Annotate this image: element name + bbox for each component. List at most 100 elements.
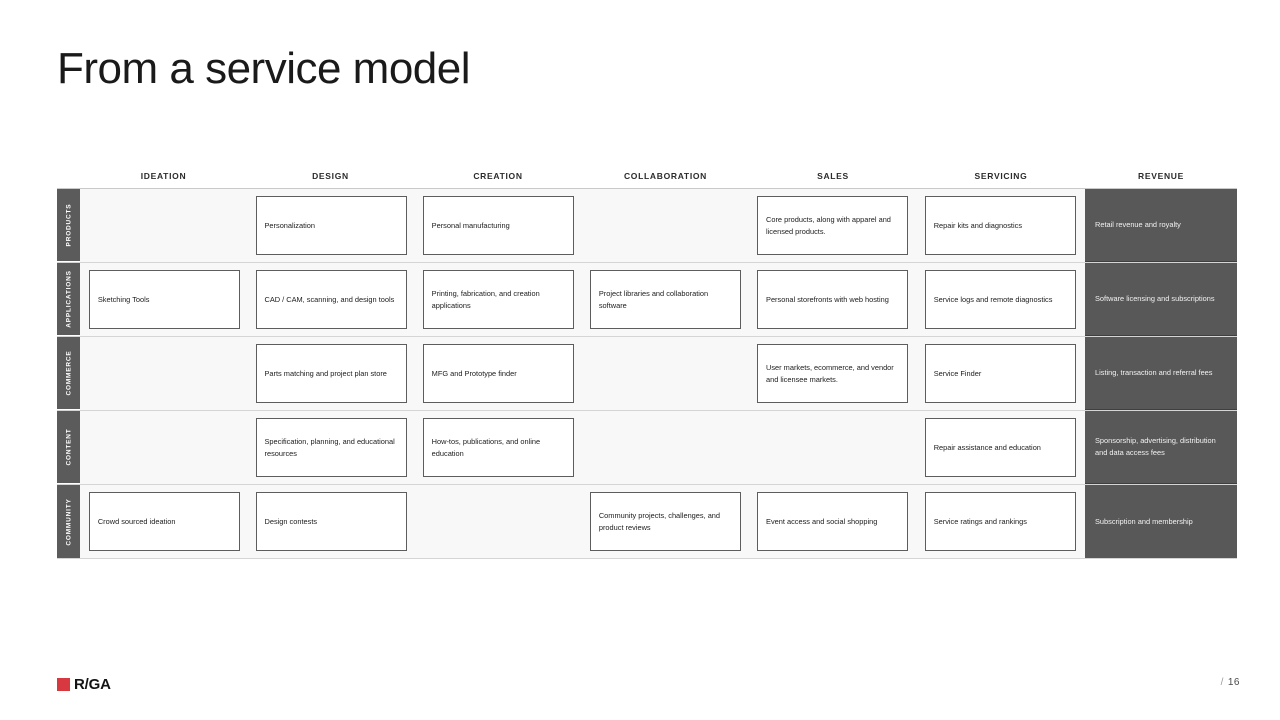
cell-card xyxy=(590,196,741,255)
page-number: /16 xyxy=(1221,677,1240,688)
cell-community-creation xyxy=(414,485,582,558)
matrix-row: APPLICATIONS Sketching Tools CAD / CAM, … xyxy=(57,263,1237,337)
matrix-row: COMMERCE Parts matching and project plan… xyxy=(57,337,1237,411)
page-number-value: 16 xyxy=(1227,677,1240,688)
cell-commerce-collaboration xyxy=(582,337,749,410)
column-header-servicing: SERVICING xyxy=(974,171,1028,181)
row-label-applications: APPLICATIONS xyxy=(57,263,80,336)
row-track: Personalization Personal manufacturing C… xyxy=(80,189,1085,262)
cell-commerce-design[interactable]: Parts matching and project plan store xyxy=(248,337,415,410)
cell-card[interactable]: Specification, planning, and educational… xyxy=(255,418,407,477)
cell-card[interactable]: Service logs and remote diagnostics xyxy=(924,270,1076,329)
cell-card[interactable]: CAD / CAM, scanning, and design tools xyxy=(255,270,407,329)
cell-card xyxy=(590,418,741,477)
cell-card[interactable]: Personal storefronts with web hosting xyxy=(757,270,909,329)
cell-card[interactable]: Personal manufacturing xyxy=(422,196,574,255)
row-label-text: COMMUNITY xyxy=(65,497,72,546)
cell-commerce-ideation xyxy=(81,337,248,410)
matrix-column-headers: IDEATION DESIGN CREATION COLLABORATION S… xyxy=(57,170,1237,188)
column-header-creation: CREATION xyxy=(473,171,523,181)
cell-card[interactable]: Repair assistance and education xyxy=(924,418,1076,477)
cell-community-revenue: Subscription and membership xyxy=(1085,485,1237,558)
cell-applications-servicing[interactable]: Service logs and remote diagnostics xyxy=(916,263,1084,336)
cell-content-sales xyxy=(749,411,917,484)
cell-content-creation[interactable]: How-tos, publications, and online educat… xyxy=(414,411,582,484)
cell-commerce-sales[interactable]: User markets, ecommerce, and vendor and … xyxy=(749,337,917,410)
cell-products-sales[interactable]: Core products, along with apparel and li… xyxy=(749,189,917,262)
matrix-row: CONTENT Specification, planning, and edu… xyxy=(57,411,1237,485)
column-header-design: DESIGN xyxy=(312,171,349,181)
column-header-sales: SALES xyxy=(817,171,849,181)
matrix-row: COMMUNITY Crowd sourced ideation Design … xyxy=(57,485,1237,559)
column-header-revenue: REVENUE xyxy=(1138,171,1184,181)
cell-card[interactable]: Crowd sourced ideation xyxy=(88,492,240,551)
cell-commerce-revenue: Listing, transaction and referral fees xyxy=(1085,337,1237,410)
cell-community-sales[interactable]: Event access and social shopping xyxy=(749,485,917,558)
row-track: Crowd sourced ideation Design contests C… xyxy=(80,485,1085,558)
cell-community-collaboration[interactable]: Community projects, challenges, and prod… xyxy=(582,485,749,558)
cell-content-revenue: Sponsorship, advertising, distribution a… xyxy=(1085,411,1237,484)
cell-card[interactable]: Community projects, challenges, and prod… xyxy=(589,492,741,551)
row-label-community: COMMUNITY xyxy=(57,485,80,558)
cell-card[interactable]: Sketching Tools xyxy=(88,270,240,329)
logo-text: R/GA xyxy=(74,676,111,693)
cell-applications-collaboration[interactable]: Project libraries and collaboration soft… xyxy=(582,263,749,336)
cell-applications-design[interactable]: CAD / CAM, scanning, and design tools xyxy=(248,263,415,336)
cell-community-design[interactable]: Design contests xyxy=(248,485,415,558)
cell-card[interactable]: Parts matching and project plan store xyxy=(255,344,407,403)
cell-card[interactable]: Service ratings and rankings xyxy=(924,492,1076,551)
cell-card xyxy=(423,492,574,551)
cell-products-ideation xyxy=(81,189,248,262)
cell-products-creation[interactable]: Personal manufacturing xyxy=(414,189,582,262)
cell-community-servicing[interactable]: Service ratings and rankings xyxy=(916,485,1084,558)
cell-card xyxy=(89,196,240,255)
cell-card[interactable]: Project libraries and collaboration soft… xyxy=(589,270,741,329)
column-header-collaboration: COLLABORATION xyxy=(623,171,708,181)
row-label-text: APPLICATIONS xyxy=(65,270,72,328)
cell-card[interactable]: How-tos, publications, and online educat… xyxy=(422,418,574,477)
row-track: Specification, planning, and educational… xyxy=(80,411,1085,484)
cell-card[interactable]: Printing, fabrication, and creation appl… xyxy=(422,270,574,329)
column-header-ideation: IDEATION xyxy=(140,171,187,181)
cell-applications-revenue: Software licensing and subscriptions xyxy=(1085,263,1237,336)
cell-card[interactable]: Core products, along with apparel and li… xyxy=(757,196,909,255)
cell-card[interactable]: MFG and Prototype finder xyxy=(422,344,574,403)
row-label-products: PRODUCTS xyxy=(57,189,80,262)
service-model-matrix: IDEATION DESIGN CREATION COLLABORATION S… xyxy=(57,170,1237,559)
cell-card[interactable]: Event access and social shopping xyxy=(757,492,909,551)
matrix-body: PRODUCTS Personalization Personal manufa… xyxy=(57,188,1237,559)
cell-card[interactable]: Design contests xyxy=(255,492,407,551)
cell-card xyxy=(590,344,741,403)
cell-content-collaboration xyxy=(582,411,749,484)
cell-applications-sales[interactable]: Personal storefronts with web hosting xyxy=(749,263,917,336)
cell-commerce-creation[interactable]: MFG and Prototype finder xyxy=(414,337,582,410)
cell-products-design[interactable]: Personalization xyxy=(248,189,415,262)
cell-products-collaboration xyxy=(582,189,749,262)
cell-commerce-servicing[interactable]: Service Finder xyxy=(916,337,1084,410)
logo-square-icon xyxy=(57,678,70,691)
page-title: From a service model xyxy=(57,44,471,93)
cell-community-ideation[interactable]: Crowd sourced ideation xyxy=(81,485,248,558)
matrix-row: PRODUCTS Personalization Personal manufa… xyxy=(57,189,1237,263)
row-label-text: COMMERCE xyxy=(65,350,72,396)
row-label-text: CONTENT xyxy=(65,428,72,466)
cell-products-revenue: Retail revenue and royalty xyxy=(1085,189,1237,262)
cell-content-servicing[interactable]: Repair assistance and education xyxy=(916,411,1084,484)
row-track: Parts matching and project plan store MF… xyxy=(80,337,1085,410)
cell-card[interactable]: User markets, ecommerce, and vendor and … xyxy=(757,344,909,403)
cell-content-design[interactable]: Specification, planning, and educational… xyxy=(248,411,415,484)
row-label-text: PRODUCTS xyxy=(65,203,72,247)
cell-applications-creation[interactable]: Printing, fabrication, and creation appl… xyxy=(414,263,582,336)
cell-card xyxy=(89,344,240,403)
cell-applications-ideation[interactable]: Sketching Tools xyxy=(81,263,248,336)
cell-card xyxy=(757,418,908,477)
cell-products-servicing[interactable]: Repair kits and diagnostics xyxy=(916,189,1084,262)
cell-card[interactable]: Repair kits and diagnostics xyxy=(924,196,1076,255)
row-label-commerce: COMMERCE xyxy=(57,337,80,410)
cell-card[interactable]: Service Finder xyxy=(924,344,1076,403)
page-separator: / xyxy=(1220,677,1224,688)
cell-card xyxy=(89,418,240,477)
cell-card[interactable]: Personalization xyxy=(255,196,407,255)
row-track: Sketching Tools CAD / CAM, scanning, and… xyxy=(80,263,1085,336)
